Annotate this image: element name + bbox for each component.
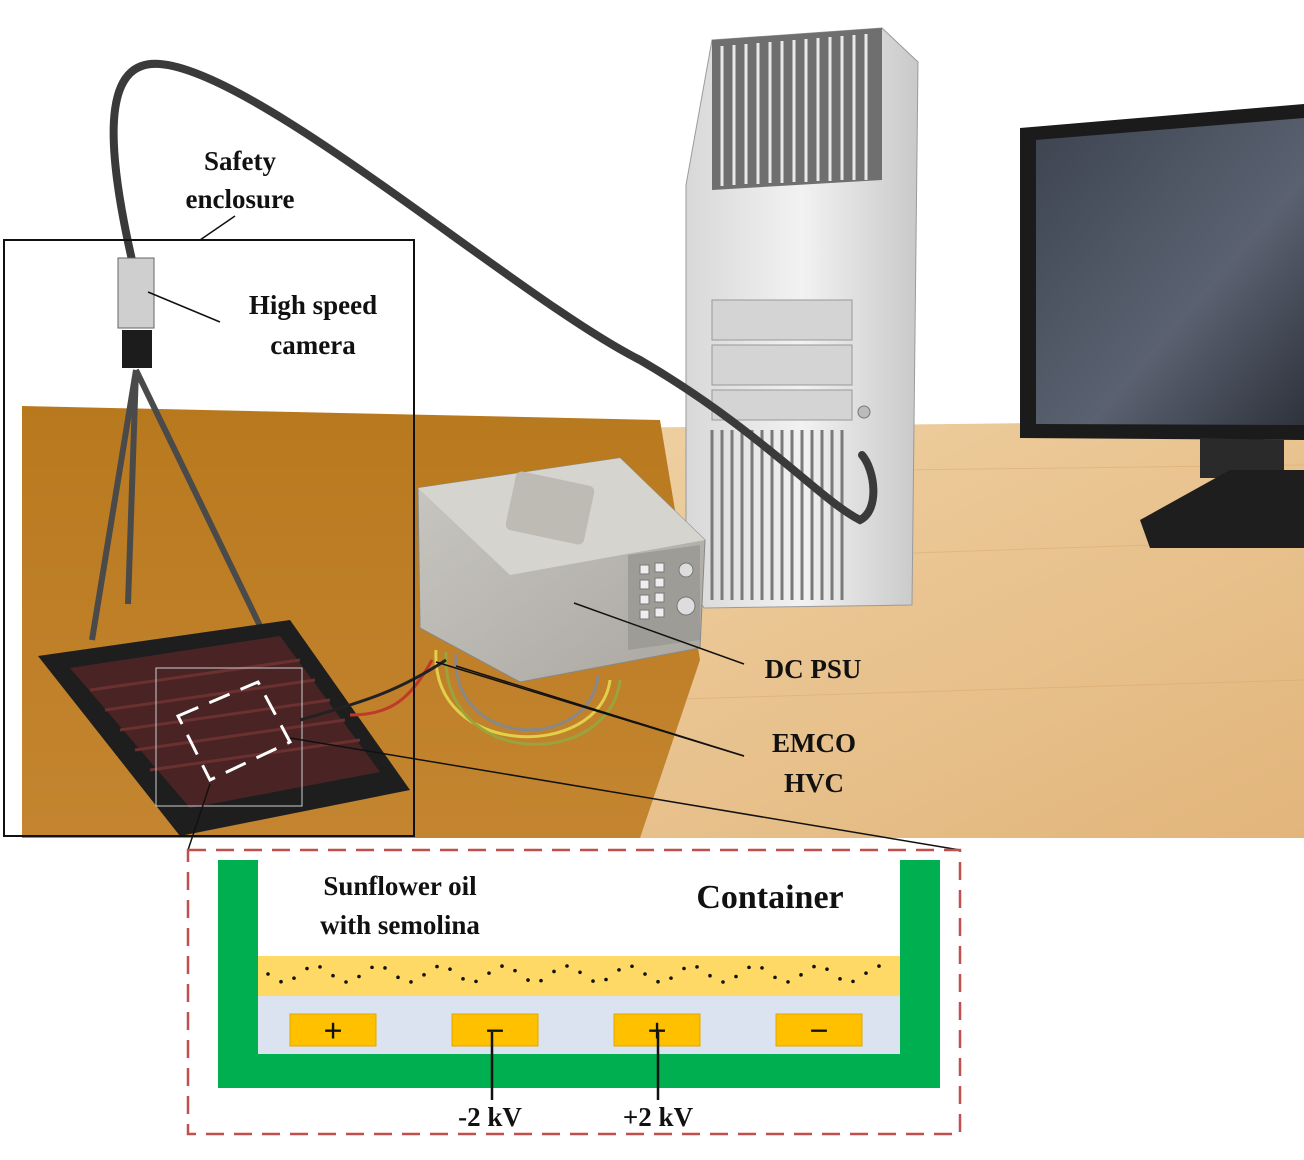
high-speed-camera-body: [89, 257, 265, 641]
safety-enclosure-box: [3, 239, 415, 837]
semolina-dot: [266, 972, 270, 976]
label-safety-enclosure-2: enclosure: [186, 184, 295, 214]
electrode-row: + − + −: [289, 1013, 863, 1050]
semolina-dot: [357, 974, 361, 979]
semolina-dot: [461, 977, 465, 981]
dc-psu-unit: [417, 457, 706, 683]
semolina-dot: [474, 979, 478, 984]
semolina-dot: [422, 973, 426, 977]
electrode-2: [451, 1013, 539, 1047]
semolina-dot: [682, 966, 686, 971]
semolina-dot: [877, 964, 881, 968]
label-high-speed-camera-2: camera: [270, 330, 356, 360]
monitor: [1020, 104, 1304, 548]
semolina-dot: [656, 979, 660, 984]
label-emco-hvc-1: EMCO: [772, 728, 856, 758]
semolina-dot: [721, 980, 725, 984]
highlight-bracket: [175, 680, 293, 782]
scene-render: [3, 27, 1304, 838]
electrode-2-sign: −: [485, 1013, 504, 1050]
semolina-dot: [838, 977, 842, 981]
semolina-dot: [669, 976, 673, 980]
semolina-dot: [552, 969, 556, 974]
semolina-dot: [864, 971, 868, 975]
semolina-dot: [526, 978, 530, 982]
semolina-dot: [448, 967, 452, 971]
semolina-particles: [266, 964, 881, 984]
semolina-dot: [513, 968, 517, 973]
semolina-dot: [435, 964, 439, 969]
semolina-dot: [279, 979, 283, 984]
label-high-speed-camera-1: High speed: [249, 290, 377, 320]
semolina-dot: [318, 965, 322, 969]
semolina-dot: [409, 980, 413, 984]
semolina-dot: [565, 964, 569, 968]
semolina-dot: [370, 965, 374, 970]
oil-layer: [258, 956, 900, 996]
semolina-dot: [617, 968, 621, 972]
electrode-4: [775, 1013, 863, 1047]
container-wall: [218, 860, 940, 1088]
label-safety-enclosure-1: Safety: [204, 146, 276, 176]
semolina-dot: [305, 966, 309, 971]
semolina-dot: [825, 967, 829, 971]
semolina-dot: [344, 980, 348, 984]
label-container: Container: [696, 879, 843, 916]
label-sunflower-oil-1: Sunflower oil: [323, 871, 477, 901]
semolina-dot: [539, 978, 543, 983]
cross-section-inset: + − + − Sunflower oil with semolina Contain…: [186, 848, 962, 1136]
electrode-1: [289, 1013, 377, 1047]
semolina-dot: [760, 966, 764, 970]
semolina-dot: [578, 970, 582, 975]
semolina-dot: [396, 975, 400, 980]
semolina-dot: [604, 977, 608, 982]
label-sunflower-oil-2: with semolina: [320, 910, 480, 940]
semolina-dot: [487, 971, 491, 975]
semolina-dot: [747, 965, 751, 970]
electrode-4-sign: −: [809, 1013, 828, 1050]
semolina-dot: [331, 973, 335, 978]
label-dc-psu: DC PSU: [765, 654, 862, 684]
tray: [38, 620, 410, 836]
semolina-dot: [812, 964, 816, 969]
label-emco-hvc-2: HVC: [784, 768, 844, 798]
label-pos-voltage: +2 kV: [623, 1102, 694, 1132]
semolina-dot: [630, 964, 634, 969]
semolina-dot: [500, 964, 504, 968]
label-neg-voltage: -2 kV: [458, 1102, 522, 1132]
semolina-dot: [383, 966, 387, 970]
scene-labels: Safety enclosure High speed camera DC PS…: [186, 146, 862, 798]
electrode-3-sign: +: [647, 1013, 666, 1050]
semolina-dot: [786, 980, 790, 984]
pc-tower: [685, 27, 919, 609]
psu-wires: [434, 649, 622, 746]
semolina-dot: [695, 965, 699, 969]
semolina-dot: [851, 979, 855, 984]
electrode-1-sign: +: [323, 1013, 342, 1050]
semolina-dot: [292, 976, 296, 980]
semolina-dot: [734, 974, 738, 979]
semolina-dot: [773, 975, 777, 980]
semolina-dot: [643, 972, 647, 976]
semolina-dot: [799, 973, 803, 977]
camera-cable: [109, 59, 878, 525]
semolina-dot: [708, 973, 712, 978]
semolina-dot: [591, 979, 595, 983]
